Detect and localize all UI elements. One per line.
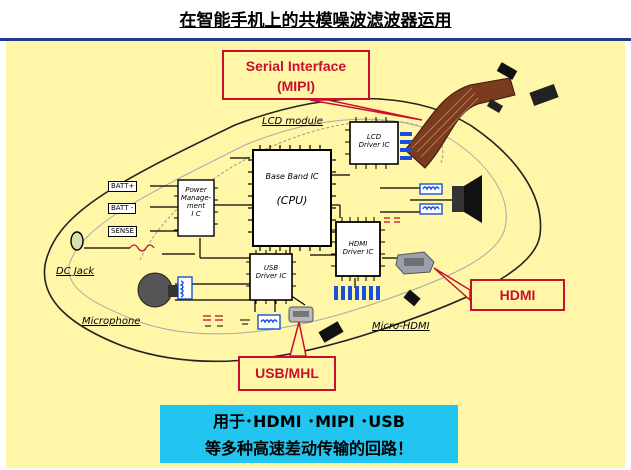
flex-cable-stripes	[411, 87, 479, 158]
summary-line-1: 用于･HDMI ･MIPI ･USB	[213, 412, 405, 431]
dc-jack-icon	[70, 231, 84, 251]
baseband-ic-label: Base Band IC (CPU)	[265, 172, 319, 207]
hdmi-callout: HDMI	[470, 279, 565, 311]
usb-driver-ic	[249, 253, 293, 301]
usb-coil-filter	[257, 314, 281, 330]
summary-line-2: 等多种高速差动传输的回路！	[204, 439, 413, 458]
phone-inner-outline	[68, 118, 507, 335]
battery-terminal-sense: SENSE	[108, 226, 137, 237]
common-mode-filter-parts	[318, 62, 559, 343]
micro-hdmi-label: Micro-HDMI	[372, 321, 430, 332]
speaker-coil-filter	[419, 183, 443, 215]
lcd-driver-ic	[349, 121, 399, 165]
callout-pointers	[289, 99, 471, 357]
fuse-symbol	[129, 244, 155, 252]
microphone-icon	[137, 272, 178, 308]
lcd-filter-components	[400, 132, 412, 160]
header-rule	[0, 38, 631, 41]
battery-terminal-minus: BATT -	[108, 203, 137, 214]
summary-box: 用于･HDMI ･MIPI ･USB 等多种高速差动传输的回路！	[160, 405, 458, 463]
mic-coil-filter	[177, 276, 193, 300]
speaker-icon	[452, 175, 482, 223]
power-management-ic	[177, 179, 215, 237]
hdmi-ic-pins	[331, 217, 385, 281]
power-ic-pins	[174, 185, 218, 231]
battery-terminal-plus: BATT+	[108, 181, 138, 192]
usb-ic-pins	[246, 250, 296, 304]
circuit-wiring	[84, 157, 452, 312]
microphone-label: Microphone	[82, 316, 141, 327]
baseband-ic	[252, 149, 332, 247]
phone-body-outline	[43, 97, 542, 363]
micro-hdmi-connector-icon	[288, 306, 314, 323]
lcd-ic-pins	[345, 117, 387, 169]
page-title: 在智能手机上的共模噪波滤波器运用	[179, 11, 452, 31]
mipi-flex-cable	[404, 77, 516, 169]
dc-jack-label: DC Jack	[56, 266, 95, 277]
hdmi-filter-components	[334, 286, 380, 300]
lcd-module-label: LCD module	[262, 116, 323, 127]
mipi-callout: Serial Interface (MIPI)	[222, 50, 370, 100]
ground-symbols	[205, 319, 250, 327]
hdmi-connector-icon	[395, 251, 435, 275]
filter-capacitors	[203, 217, 400, 321]
usb-callout: USB/MHL	[238, 356, 336, 391]
